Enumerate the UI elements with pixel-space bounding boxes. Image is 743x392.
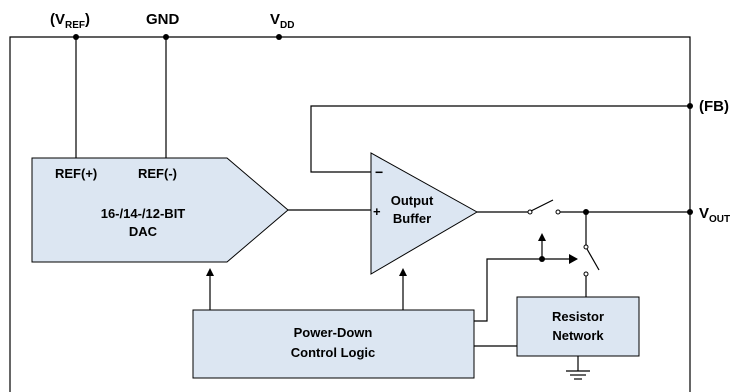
switch-contact-right — [555, 209, 561, 215]
vref-node — [73, 34, 79, 40]
dac-ref-plus-label: REF(+) — [55, 166, 97, 181]
output-buffer-amp — [370, 152, 479, 275]
power-down-label-line2: Control Logic — [291, 345, 376, 360]
output-switch-arm — [530, 199, 554, 212]
shunt-switch-control-arrowhead — [569, 254, 578, 264]
buffer-plus-sign: + — [373, 204, 381, 219]
fb-pin-label: (FB) — [699, 98, 729, 115]
dac-block — [31, 157, 289, 263]
resistor-label-line1: Resistor — [552, 309, 604, 324]
dac-title-line2: DAC — [129, 224, 158, 239]
vref-pin-label: (VREF) — [50, 11, 90, 31]
fb-node — [687, 103, 693, 109]
feedback-wire — [310, 105, 690, 173]
resistor-network-block — [516, 296, 640, 357]
vdd-node — [276, 34, 282, 40]
dac-ref-minus-label: REF(-) — [138, 166, 177, 181]
shunt-contact-top — [583, 244, 589, 250]
shunt-switch-arm — [586, 248, 600, 271]
power-down-label-line1: Power-Down — [294, 325, 373, 340]
gnd-pin-label: GND — [146, 11, 180, 28]
dac-title-line1: 16-/14-/12-BIT — [101, 206, 186, 221]
vdd-pin-label: VDD — [270, 11, 294, 31]
gnd-node — [163, 34, 169, 40]
ground-symbol-icon — [566, 370, 590, 380]
vout-node — [687, 209, 693, 215]
switch-control-wire — [474, 258, 577, 322]
buffer-minus-sign: − — [375, 164, 383, 180]
vout-pin-label: VOUT — [699, 205, 730, 225]
power-down-control-logic-block — [192, 309, 475, 379]
shunt-contact-bottom — [583, 271, 589, 277]
control-junction-node — [539, 256, 545, 262]
buffer-label-line2: Buffer — [393, 211, 431, 226]
buffer-label-line1: Output — [391, 193, 434, 208]
resistor-label-line2: Network — [552, 328, 604, 343]
